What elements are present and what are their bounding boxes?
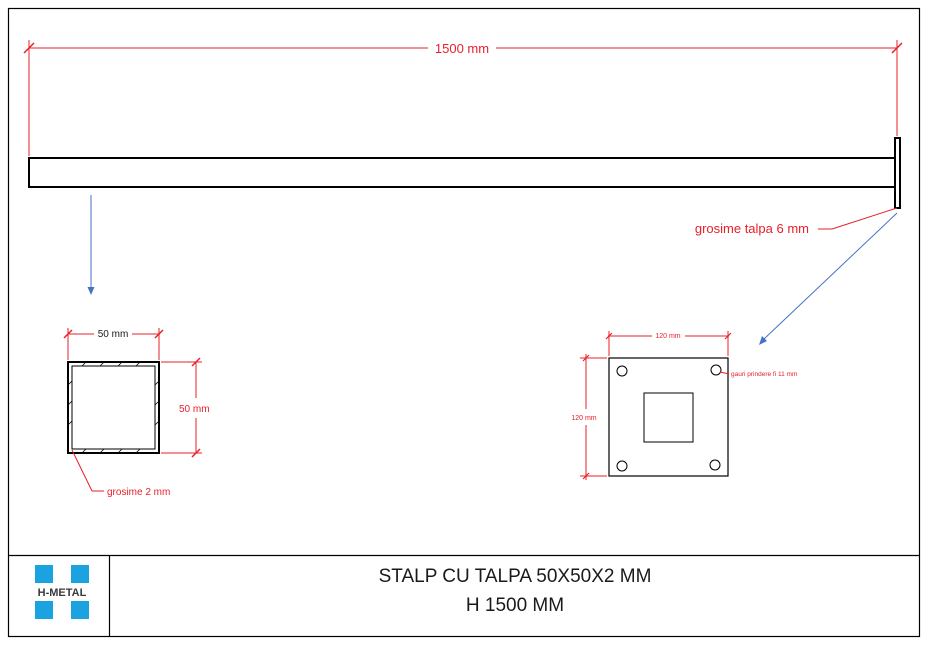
tube-width-label: 50 mm [98, 329, 129, 340]
tube-wall-callout: grosime 2 mm [71, 449, 170, 498]
tube-width-dimension: 50 mm [63, 328, 164, 360]
plate-width-dimension: 120 mm [605, 331, 732, 356]
tube-height-label: 50 mm [179, 404, 210, 415]
plate-height-label: 120 mm [571, 415, 596, 422]
post-tube [28, 157, 896, 188]
holes-label: gauri prindere fi 11 mm [731, 371, 797, 378]
wall-hatching [67, 361, 160, 454]
section-arrows [87, 195, 898, 345]
drawing-subtitle: H 1500 MM [465, 595, 565, 616]
drawing-title: STALP CU TALPA 50X50X2 MM [378, 566, 652, 587]
base-plate-view [608, 357, 729, 477]
logo-text: H-METAL [38, 587, 87, 599]
tube-height-dimension: 50 mm [161, 357, 210, 458]
plate-view-arrow [763, 212, 898, 340]
post-side-view [28, 137, 901, 209]
plate-tube-outline [643, 392, 694, 443]
tube-inner-wall [71, 365, 156, 450]
foot-thickness-callout: grosime talpa 6 mm [695, 207, 898, 236]
mounting-hole-icon [710, 364, 722, 376]
length-label: 1500 mm [435, 41, 489, 56]
base-plate [608, 357, 729, 477]
drawing-frame [7, 7, 921, 638]
h-metal-logo: H-METAL [35, 565, 89, 619]
tube-cross-section [67, 361, 160, 454]
mounting-hole-icon [709, 459, 721, 471]
tube-wall-label: grosime 2 mm [107, 487, 170, 498]
mounting-hole-icon [616, 460, 628, 472]
foot-thickness-label: grosime talpa 6 mm [695, 221, 809, 236]
tube-outer-wall [67, 361, 160, 454]
length-dimension: 1500 mm [23, 40, 903, 156]
plate-height-dimension: 120 mm [571, 354, 607, 480]
holes-callout: gauri prindere fi 11 mm [719, 371, 797, 378]
mounting-hole-icon [616, 365, 628, 377]
plate-width-label: 120 mm [655, 333, 680, 340]
post-foot-plate [894, 137, 901, 209]
